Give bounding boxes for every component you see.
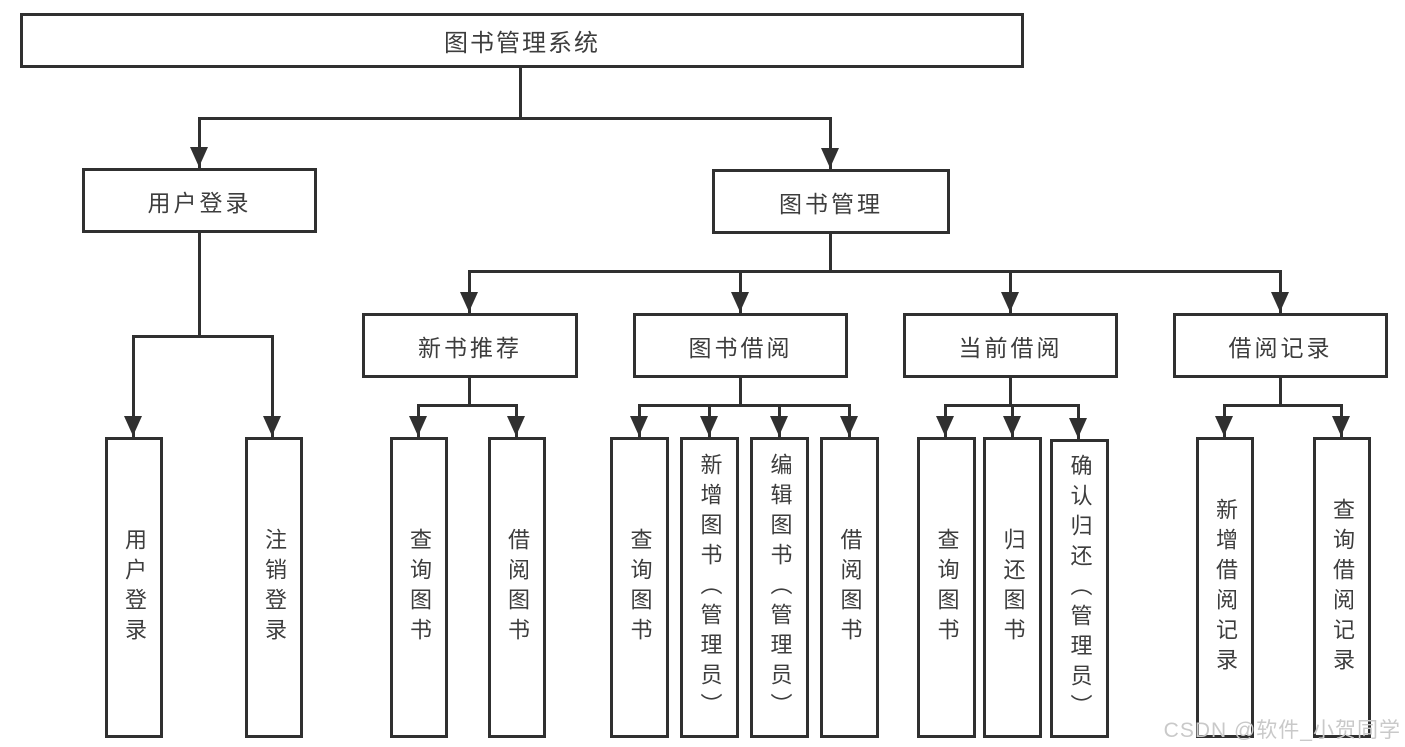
connector-root-hline bbox=[198, 117, 832, 120]
arrowhead bbox=[460, 292, 478, 312]
node-label: 用户登录 bbox=[122, 527, 147, 648]
arrowhead bbox=[507, 416, 525, 436]
connector-line bbox=[1279, 270, 1282, 313]
node-book-management: 图书管理 bbox=[712, 169, 950, 234]
node-borrow-records: 借阅记录 bbox=[1173, 313, 1388, 378]
connector-line bbox=[468, 270, 1282, 273]
arrowhead bbox=[1001, 292, 1019, 312]
node-label: 新增借阅记录 bbox=[1213, 497, 1238, 678]
node-label: 用户登录 bbox=[147, 189, 252, 216]
leaf-edit-books-admin: 编辑图书（管理员） bbox=[750, 437, 809, 738]
node-label: 查询图书 bbox=[934, 527, 960, 648]
node-label: 归还图书 bbox=[1000, 527, 1026, 648]
arrowhead bbox=[770, 416, 788, 436]
arrowhead bbox=[630, 416, 648, 436]
node-new-book-recommendation: 新书推荐 bbox=[362, 313, 578, 378]
connector-line bbox=[198, 117, 201, 168]
connector-line bbox=[198, 233, 201, 337]
connector-line bbox=[829, 234, 832, 273]
connector-line bbox=[468, 270, 471, 313]
connector-root-vline bbox=[519, 68, 522, 120]
connector-line bbox=[271, 335, 274, 437]
connector-line bbox=[739, 270, 742, 313]
arrowhead bbox=[1069, 418, 1087, 438]
connector-line bbox=[132, 335, 274, 338]
node-label: 当前借阅 bbox=[958, 334, 1063, 361]
node-label: 新增图书（管理员） bbox=[697, 452, 723, 723]
connector-line bbox=[1009, 270, 1012, 313]
node-current-borrowing: 当前借阅 bbox=[903, 313, 1118, 378]
leaf-add-books-admin: 新增图书（管理员） bbox=[680, 437, 739, 738]
arrowhead bbox=[1271, 292, 1289, 312]
leaf-query-books-3: 查询图书 bbox=[917, 437, 976, 738]
arrowhead bbox=[409, 416, 427, 436]
connector-line bbox=[417, 404, 518, 407]
connector-line bbox=[638, 404, 851, 407]
csdn-watermark: CSDN @软件_小贺同学 bbox=[1163, 719, 1401, 742]
leaf-query-borrow-record: 查询借阅记录 bbox=[1313, 437, 1371, 738]
leaf-borrow-books-1: 借阅图书 bbox=[488, 437, 546, 738]
node-user-login: 用户登录 bbox=[82, 168, 317, 233]
node-book-borrowing: 图书借阅 bbox=[633, 313, 848, 378]
leaf-return-books: 归还图书 bbox=[983, 437, 1042, 738]
arrowhead bbox=[731, 292, 749, 312]
node-label: 注销登录 bbox=[262, 527, 287, 648]
connector-line bbox=[1223, 404, 1343, 407]
leaf-logout: 注销登录 bbox=[245, 437, 303, 738]
node-label: 借阅记录 bbox=[1228, 334, 1333, 361]
leaf-add-borrow-record: 新增借阅记录 bbox=[1196, 437, 1254, 738]
leaf-confirm-return-admin: 确认归还（管理员） bbox=[1050, 439, 1109, 738]
node-label: 查询图书 bbox=[627, 527, 653, 648]
node-label: 查询图书 bbox=[407, 527, 432, 648]
node-label: 确认归还（管理员） bbox=[1067, 453, 1093, 724]
connector-line bbox=[468, 378, 471, 407]
leaf-query-books-1: 查询图书 bbox=[390, 437, 448, 738]
connector-line bbox=[739, 378, 742, 407]
node-label: 图书管理系统 bbox=[444, 30, 600, 57]
arrowhead bbox=[1332, 416, 1350, 436]
connector-line bbox=[829, 117, 832, 169]
connector-line bbox=[1279, 378, 1282, 407]
node-label: 编辑图书（管理员） bbox=[767, 452, 793, 723]
leaf-borrow-books-2: 借阅图书 bbox=[820, 437, 879, 738]
arrowhead bbox=[840, 416, 858, 436]
arrowhead bbox=[700, 416, 718, 436]
arrowhead bbox=[124, 416, 142, 436]
arrowhead bbox=[1003, 416, 1021, 436]
node-label: 借阅图书 bbox=[837, 527, 863, 648]
arrowhead bbox=[190, 147, 208, 167]
node-library-management-system: 图书管理系统 bbox=[20, 13, 1024, 68]
leaf-query-books-2: 查询图书 bbox=[610, 437, 669, 738]
connector-line bbox=[1009, 378, 1012, 407]
node-label: 查询借阅记录 bbox=[1330, 497, 1355, 678]
arrowhead bbox=[821, 148, 839, 168]
node-label: 借阅图书 bbox=[505, 527, 530, 648]
node-label: 图书管理 bbox=[779, 190, 883, 217]
arrowhead bbox=[263, 416, 281, 436]
leaf-user-login: 用户登录 bbox=[105, 437, 163, 738]
node-label: 图书借阅 bbox=[688, 334, 793, 361]
arrowhead bbox=[936, 416, 954, 436]
node-label: 新书推荐 bbox=[418, 334, 522, 361]
arrowhead bbox=[1215, 416, 1233, 436]
connector-line bbox=[132, 335, 135, 437]
